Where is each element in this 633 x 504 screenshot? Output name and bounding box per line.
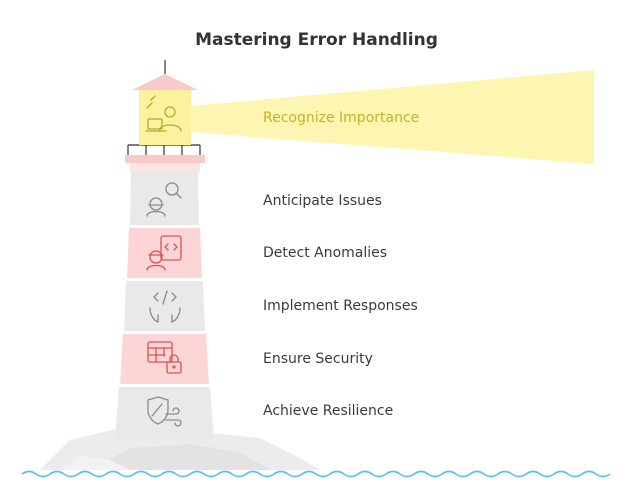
person-search-icon: [146, 182, 182, 217]
engineer-code-icon: [146, 235, 182, 271]
rocks: [40, 428, 320, 470]
gallery-base: [130, 163, 200, 172]
tower-band-5: [115, 387, 214, 440]
hands-code-icon: [149, 290, 181, 323]
shield-wind-icon: [147, 396, 182, 427]
lamp-room: [139, 90, 191, 145]
lighthouse-roof: [132, 74, 198, 90]
gallery-railing: [127, 144, 201, 155]
step-label-achieve-resilience: Achieve Resilience: [263, 403, 394, 419]
step-label-implement-responses: Implement Responses: [263, 298, 418, 314]
table-lock-icon: [147, 341, 182, 374]
step-label-ensure-security: Ensure Security: [263, 351, 373, 367]
step-label-recognize-importance: Recognize Importance: [263, 110, 420, 126]
tower-band-3: [124, 281, 205, 331]
tower-band-1: [130, 172, 199, 225]
tower-band-2: [127, 228, 202, 278]
person-laptop-icon: [145, 95, 182, 132]
tower-bands: [115, 172, 214, 440]
tower-band-4: [120, 334, 209, 384]
water-waves: [21, 470, 611, 478]
light-beam: [190, 70, 594, 164]
gallery-deck: [125, 155, 205, 163]
step-label-detect-anomalies: Detect Anomalies: [263, 245, 388, 261]
diagram-title: Mastering Error Handling: [195, 30, 438, 50]
step-label-anticipate-issues: Anticipate Issues: [263, 193, 382, 209]
